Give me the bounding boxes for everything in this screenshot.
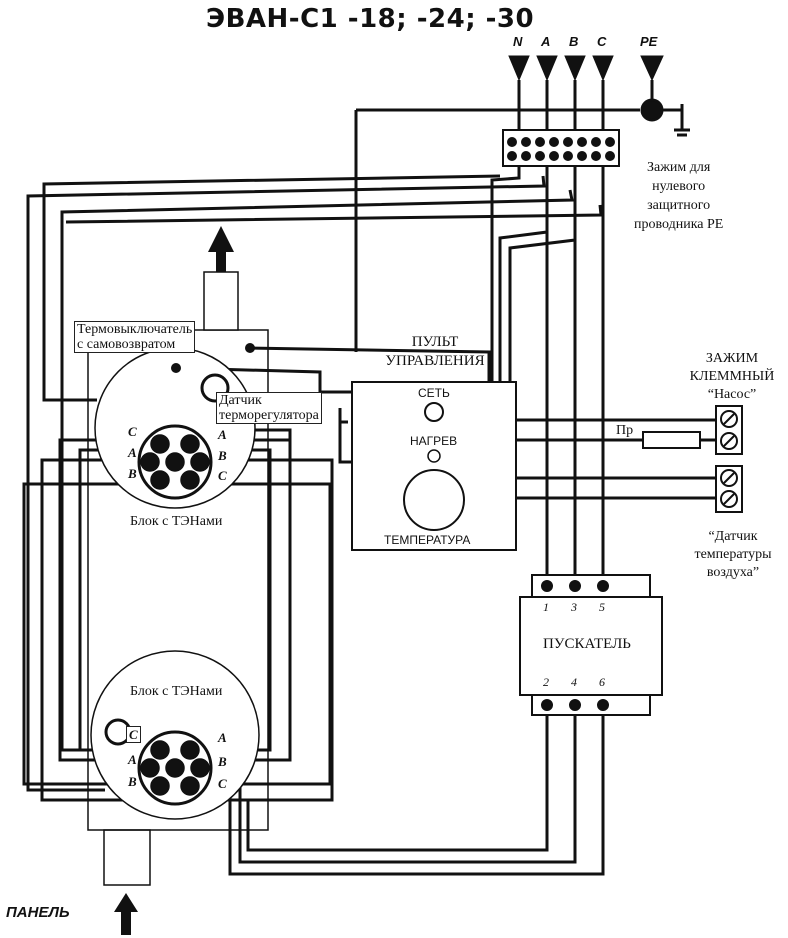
contactor-terminal-1: 1 [543, 600, 549, 614]
heater-top-left-b: B [128, 466, 137, 481]
outlet-arrow [208, 226, 234, 272]
air-sensor-label: “Датчик температуры воздуха” [694, 529, 772, 580]
heater-bottom-left-b: B [128, 774, 137, 789]
phase-label-c: C [597, 34, 607, 49]
phase-label-pe: PE [640, 34, 658, 49]
contactor-terminal-6: 6 [599, 675, 605, 689]
fuse-label: Пр [616, 423, 634, 438]
temperature-knob-label: ТЕМПЕРАТУРА [384, 533, 471, 547]
heater-flange-bottom [90, 650, 260, 820]
contactor-terminal-2: 2 [543, 675, 549, 689]
air-sensor-terminal [715, 465, 743, 513]
heater-top-right-b: B [218, 448, 227, 463]
heater-top-left-a: A [128, 445, 137, 460]
heater-top-left-c: C [128, 424, 137, 439]
heater-bottom-right-a: A [218, 730, 227, 745]
supply-plugs [508, 55, 664, 130]
heating-indicator-label: НАГРЕВ [410, 434, 458, 448]
panel-arrow [114, 893, 138, 935]
pump-terminal [715, 405, 743, 455]
pe-clamp-caption: Зажим для нулевого защитного проводника … [634, 160, 724, 232]
heater-bottom-right-c: C [218, 776, 227, 791]
input-terminal-block [502, 129, 620, 167]
thermal-switch-label: Термовыключатель с самовозвратом [74, 321, 196, 353]
heater-flange-top [94, 347, 256, 509]
contactor-terminal-5: 5 [599, 600, 605, 614]
contactor-terminal-3: 3 [571, 600, 577, 614]
fuse [642, 431, 701, 449]
contactor-terminal-4: 4 [571, 675, 577, 689]
phase-label-b: B [569, 34, 579, 49]
heater-bottom-left-c: C [126, 726, 141, 743]
thermal-switch-contacts [171, 343, 255, 373]
heater-top-right-c: C [218, 468, 227, 483]
heater-bottom-left-a: A [128, 752, 137, 767]
diagram-title: ЭВАН-С1 -18; -24; -30 [206, 4, 535, 34]
thermostat-sensor-label: Датчик терморегулятора [216, 392, 322, 424]
phase-label-a: A [541, 34, 551, 49]
heater-block-bottom-label: Блок с ТЭНами [130, 684, 223, 699]
phase-label-n: N [513, 34, 523, 49]
panel-label: ПАНЕЛЬ [6, 904, 70, 921]
contactor-title: ПУСКАТЕЛЬ [543, 636, 631, 652]
control-panel-title: ПУЛЬТ УПРАВЛЕНИЯ [385, 334, 485, 369]
power-indicator-label: СЕТЬ [418, 386, 450, 400]
heater-bottom-right-b: B [218, 754, 227, 769]
contactor-box [519, 574, 663, 716]
heater-top-right-a: A [218, 427, 227, 442]
control-panel-box [351, 381, 517, 551]
heater-block-top-label: Блок с ТЭНами [130, 514, 223, 529]
pump-terminal-label: ЗАЖИМ КЛЕММНЫЙ “Насос” [689, 351, 775, 402]
pe-ground [354, 98, 690, 352]
